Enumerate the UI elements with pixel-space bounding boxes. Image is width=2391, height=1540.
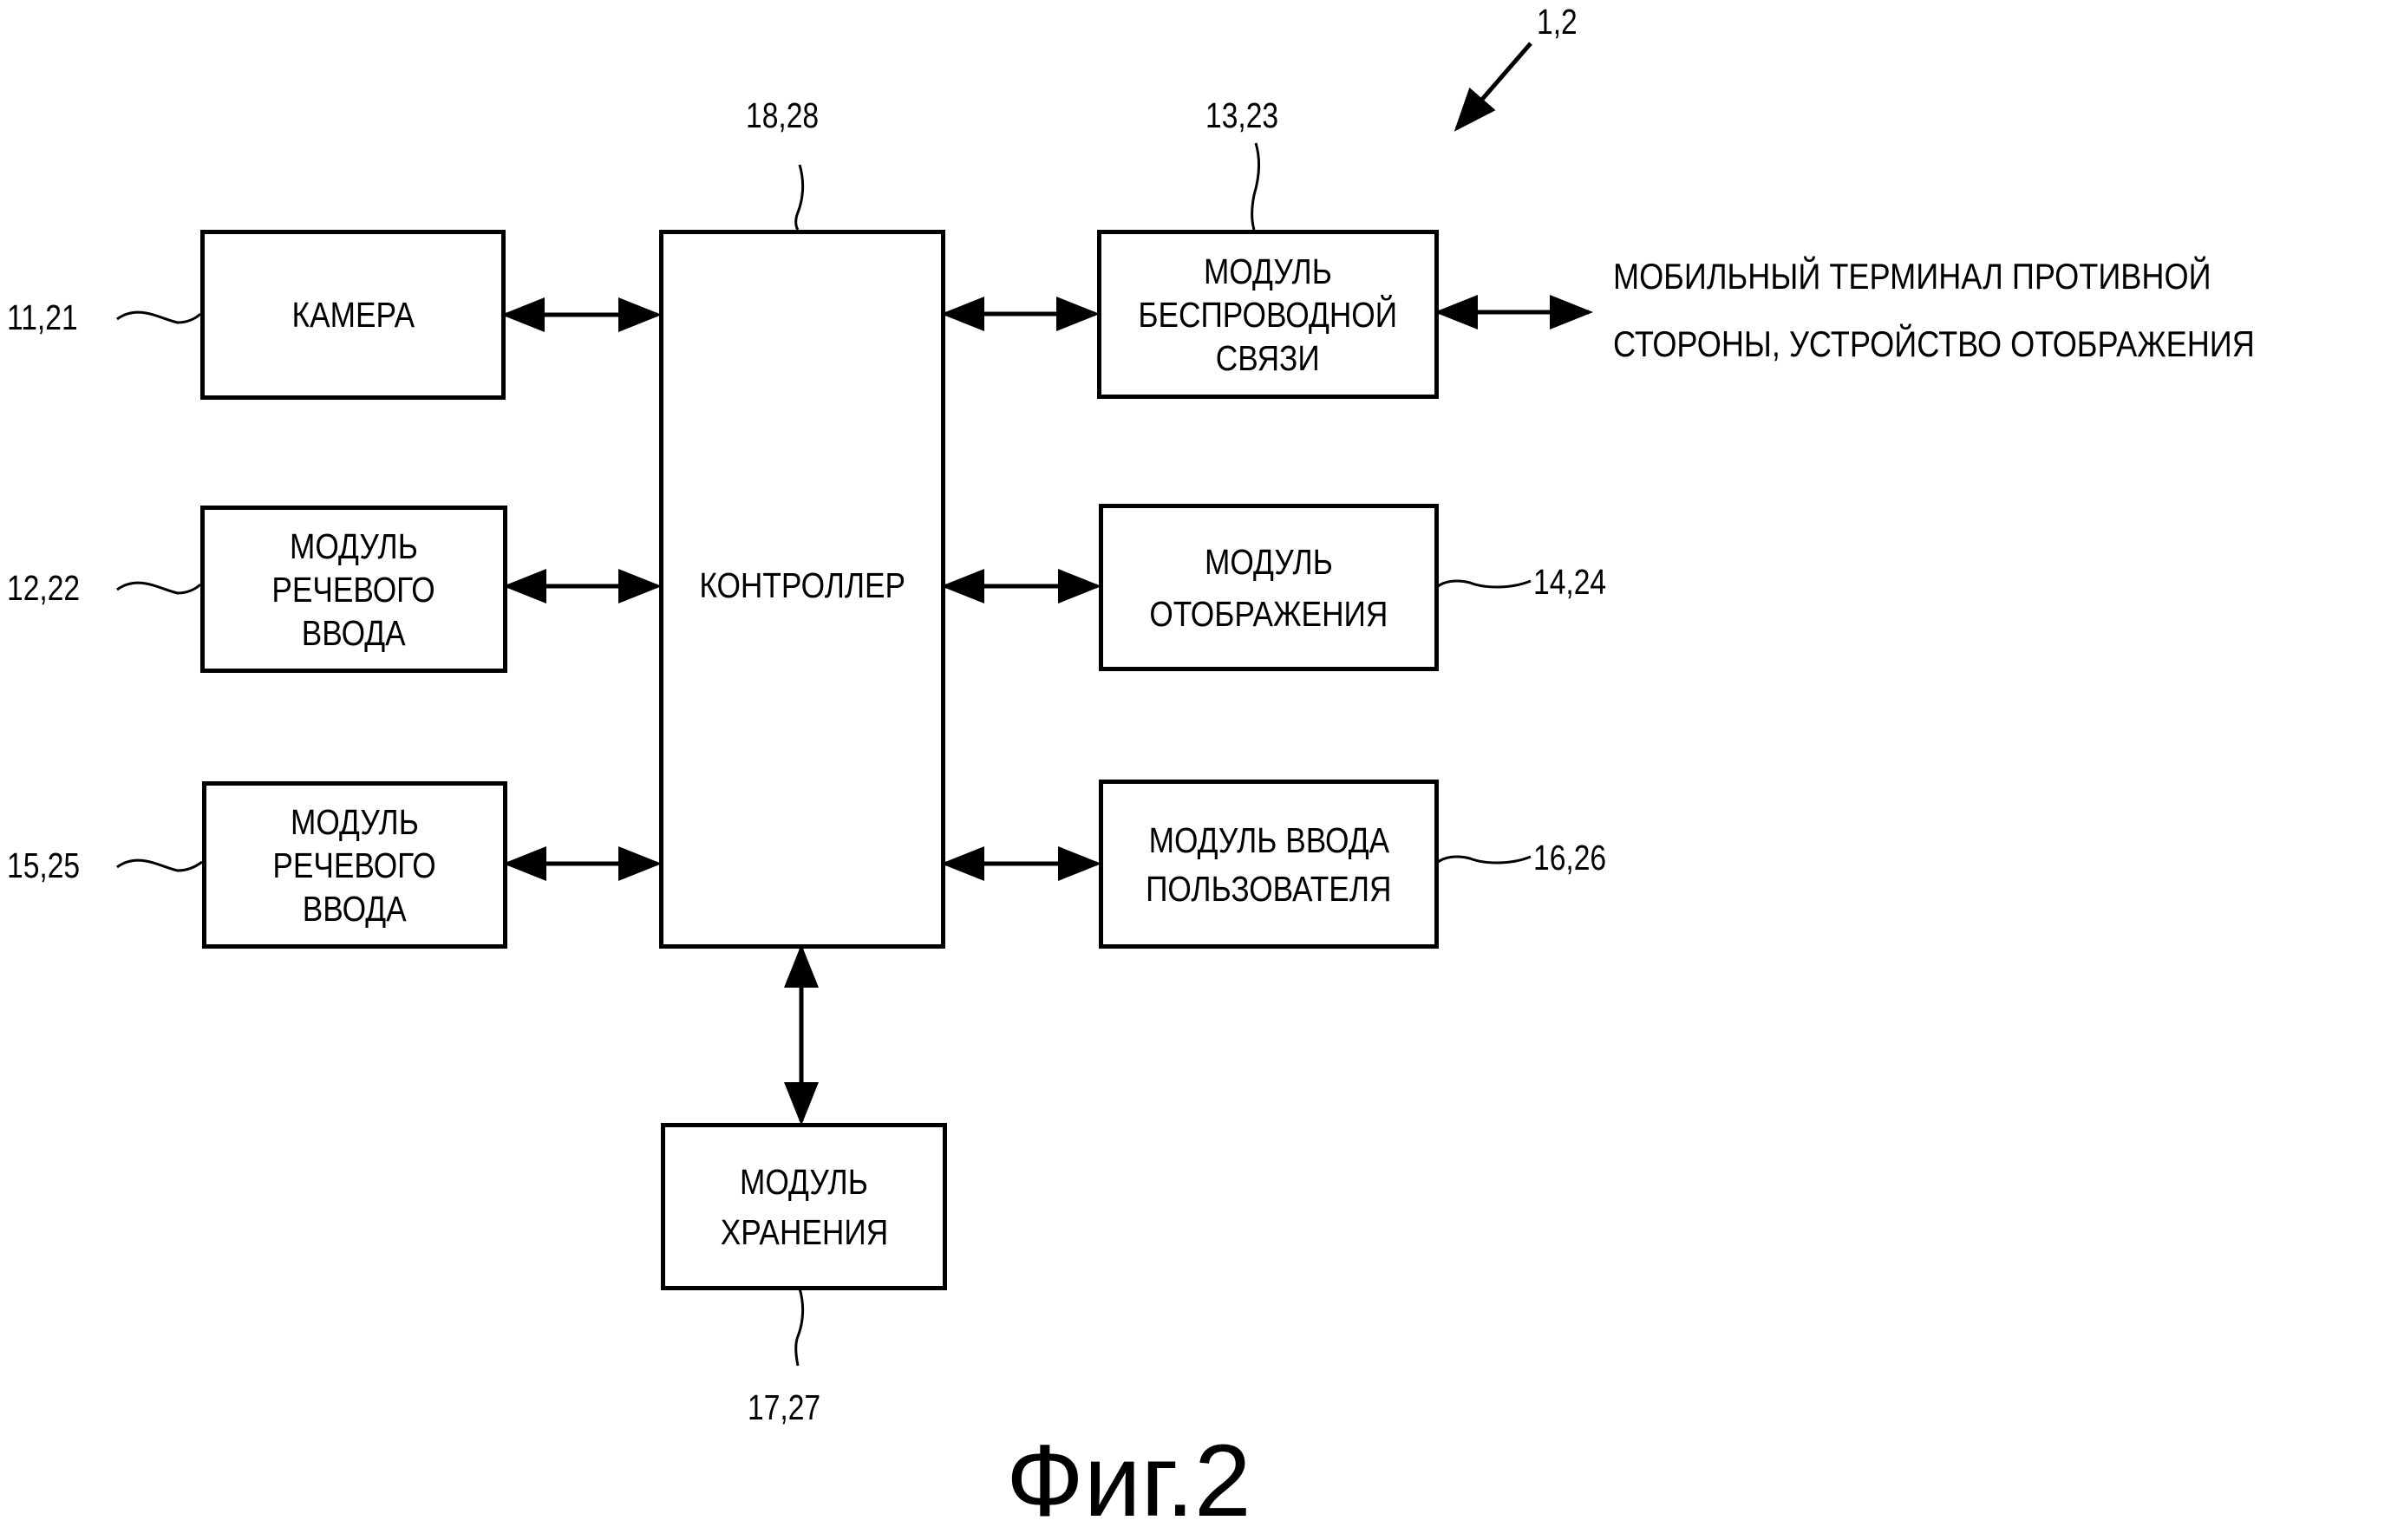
wireless-line-2: БЕСПРОВОДНОЙ bbox=[1138, 294, 1398, 335]
ref-wireless: 13,23 bbox=[1205, 95, 1279, 135]
display-line-1: МОДУЛЬ bbox=[1205, 541, 1333, 582]
external-device-label: МОБИЛЬНЫЙ ТЕРМИНАЛ ПРОТИВНОЙ СТОРОНЫ, УС… bbox=[1613, 243, 2255, 378]
speech-input-1-line-2: РЕЧЕВОГО bbox=[271, 569, 436, 610]
storage-line-1: МОДУЛЬ bbox=[740, 1161, 868, 1202]
controller-block: КОНТРОЛЛЕР bbox=[659, 230, 945, 949]
ref-speech-input-1: 12,22 bbox=[7, 568, 81, 608]
ref-display: 14,24 bbox=[1533, 562, 1607, 602]
leader-speech1 bbox=[116, 581, 202, 595]
speech-input-2-line-1: МОДУЛЬ bbox=[291, 801, 419, 842]
leader-display bbox=[1436, 579, 1532, 589]
speech-input-2-line-2: РЕЧЕВОГО bbox=[272, 845, 437, 885]
display-line-2: ОТОБРАЖЕНИЯ bbox=[1149, 593, 1388, 634]
speech-input-2-line-3: ВВОДА bbox=[303, 888, 407, 929]
camera-label: КАМЕРА bbox=[291, 295, 415, 335]
leader-wireless bbox=[1251, 142, 1261, 231]
storage-block: МОДУЛЬ ХРАНЕНИЯ bbox=[661, 1123, 947, 1290]
leader-controller bbox=[794, 164, 805, 231]
leader-camera bbox=[116, 310, 202, 324]
user-input-line-1: МОДУЛЬ ВВОДА bbox=[1148, 819, 1389, 860]
user-input-block: МОДУЛЬ ВВОДА ПОЛЬЗОВАТЕЛЯ bbox=[1099, 780, 1439, 949]
user-input-line-2: ПОЛЬЗОВАТЕЛЯ bbox=[1146, 868, 1392, 909]
arrow-device-ref bbox=[1454, 42, 1532, 132]
speech-input-block-2: МОДУЛЬ РЕЧЕВОГО ВВОДА bbox=[202, 781, 507, 949]
leader-speech2 bbox=[116, 858, 203, 872]
ref-camera: 11,21 bbox=[7, 297, 78, 337]
ref-speech-input-2: 15,25 bbox=[7, 845, 81, 885]
camera-block: КАМЕРА bbox=[200, 230, 506, 400]
ref-storage: 17,27 bbox=[748, 1387, 821, 1427]
leader-userinput bbox=[1436, 855, 1532, 865]
ref-controller: 18,28 bbox=[746, 95, 820, 135]
speech-input-block-1: МОДУЛЬ РЕЧЕВОГО ВВОДА bbox=[200, 506, 507, 673]
controller-label: КОНТРОЛЛЕР bbox=[699, 565, 905, 605]
leader-storage bbox=[794, 1288, 805, 1367]
external-line-1: МОБИЛЬНЫЙ ТЕРМИНАЛ ПРОТИВНОЙ bbox=[1613, 256, 2211, 297]
wireless-block: МОДУЛЬ БЕСПРОВОДНОЙ СВЯЗИ bbox=[1097, 230, 1439, 399]
ref-user-input: 16,26 bbox=[1533, 838, 1607, 878]
wireless-line-1: МОДУЛЬ bbox=[1204, 251, 1332, 291]
storage-line-2: ХРАНЕНИЯ bbox=[720, 1211, 888, 1252]
figure-label: Фиг.2 bbox=[1006, 1424, 1251, 1538]
display-block: МОДУЛЬ ОТОБРАЖЕНИЯ bbox=[1099, 504, 1439, 671]
external-line-2: СТОРОНЫ, УСТРОЙСТВО ОТОБРАЖЕНИЯ bbox=[1613, 323, 2255, 364]
speech-input-1-line-3: ВВОДА bbox=[302, 612, 406, 653]
wireless-line-3: СВЯЗИ bbox=[1216, 337, 1320, 378]
ref-device: 1,2 bbox=[1537, 2, 1578, 42]
speech-input-1-line-1: МОДУЛЬ bbox=[290, 525, 418, 566]
